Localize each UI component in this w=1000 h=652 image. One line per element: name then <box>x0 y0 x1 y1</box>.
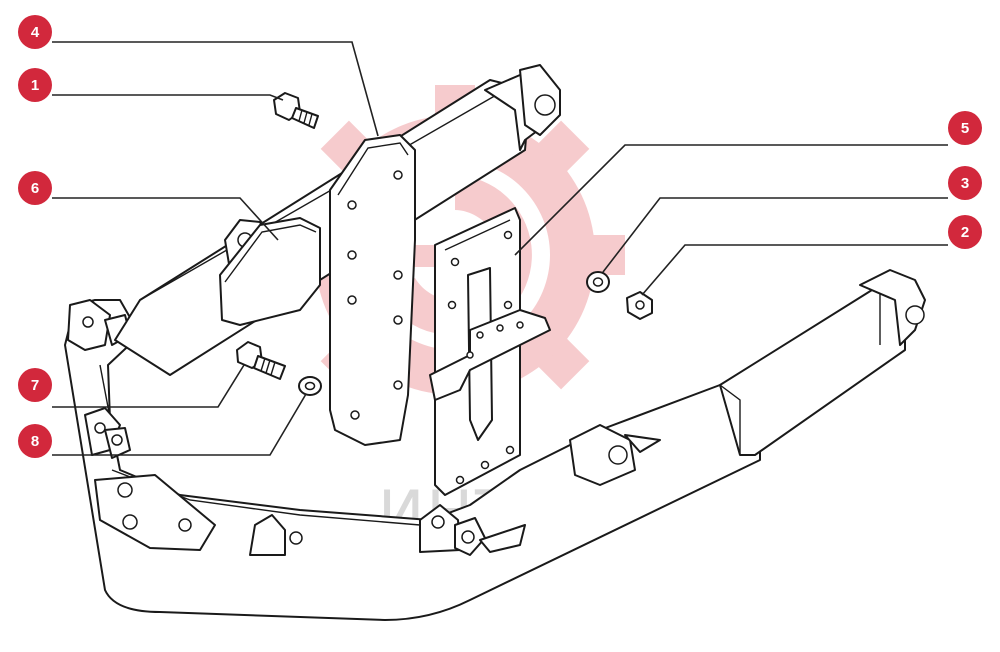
svg-text:2: 2 <box>961 224 969 241</box>
callout-badge <box>948 166 982 200</box>
callouts: 4 1 6 7 8 5 3 2 <box>18 15 982 458</box>
svg-text:6: 6 <box>31 180 39 197</box>
leader-lines <box>52 41 948 456</box>
part-1-bolt <box>273 92 319 129</box>
part-7-bolt <box>236 341 286 380</box>
callout-4: 4 <box>18 15 52 49</box>
callout-badge <box>18 15 52 49</box>
callout-badge <box>18 424 52 458</box>
part-8-washer <box>298 376 322 396</box>
callout-2: 2 <box>948 215 982 249</box>
frame-assembly <box>64 299 761 621</box>
callout-1: 1 <box>18 68 52 102</box>
part-4-plate <box>329 134 416 446</box>
svg-text:3: 3 <box>961 175 969 192</box>
callout-badge <box>18 368 52 402</box>
callout-badge <box>948 215 982 249</box>
svg-text:1: 1 <box>31 77 39 94</box>
svg-text:5: 5 <box>961 120 969 137</box>
callout-badge <box>18 171 52 205</box>
callout-6: 6 <box>18 171 52 205</box>
callout-badge <box>18 68 52 102</box>
part-3-washer <box>586 271 610 293</box>
svg-text:4: 4 <box>31 24 40 41</box>
callout-badge <box>948 111 982 145</box>
lower-arm-beam <box>569 269 926 486</box>
callout-5: 5 <box>948 111 982 145</box>
part-2-nut <box>626 291 653 320</box>
part-6-pad <box>219 217 321 326</box>
part-5-mounting-plate <box>429 207 551 496</box>
svg-text:7: 7 <box>31 377 39 394</box>
callout-7: 7 <box>18 368 52 402</box>
callout-3: 3 <box>948 166 982 200</box>
svg-text:8: 8 <box>31 433 39 450</box>
callout-8: 8 <box>18 424 52 458</box>
